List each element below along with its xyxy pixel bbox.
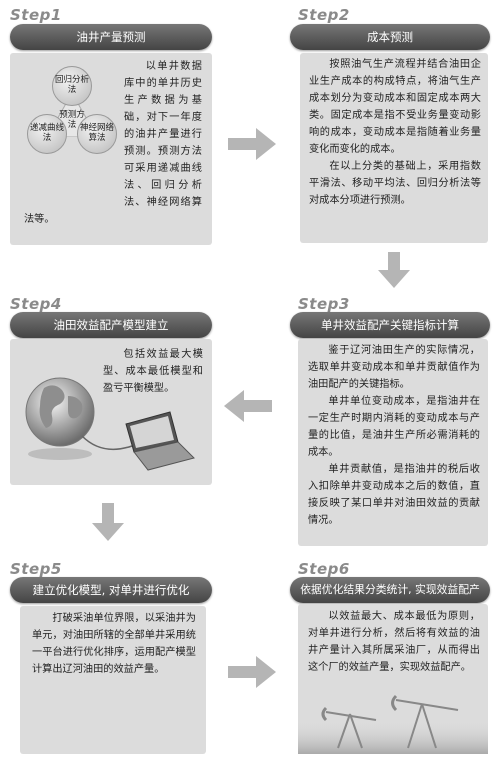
arrow-down-icon	[92, 503, 124, 541]
step5-text: 打破采油单位界限，以采油井为单元，对油田所辖的全部单井采用统一平台进行优化排序，…	[32, 613, 196, 675]
step1-title: 油井产量预测	[10, 24, 212, 50]
step6-text: 以效益最大、成本最低为原则，对单井进行分析，然后将有效益的油井产量计入其所属采油…	[308, 611, 480, 673]
step1-text-wrap: 以单井数据库中的单井历史生产数据为基础，对下一年度的油井产量进行预测。预测方法可…	[24, 58, 202, 238]
step4-label: Step4	[10, 295, 62, 313]
step3-text: 鉴于辽河油田生产的实际情况，选取单井变动成本和单井贡献值作为油田配产的关键指标。…	[308, 342, 480, 529]
step2-text: 按照油气生产流程并结合油田企业生产成本的构成特点，将油气生产成本划分为变动成本和…	[309, 56, 481, 209]
step1-label: Step1	[10, 6, 62, 24]
venn-top-label: 回归分析法	[54, 75, 89, 95]
step2-paragraph-2: 在以上分类的基础上，采用指数平滑法、移动平均法、回归分析法等对成本分项进行预测。	[309, 161, 481, 206]
venn-circle-top	[52, 66, 92, 106]
step3-label: Step3	[298, 295, 350, 313]
arrow-left-icon	[224, 390, 272, 422]
step4-text: 包括效益最大模型、成本最低模型和盈亏平衡模型。	[103, 349, 203, 394]
venn-float-space	[24, 58, 124, 202]
step5-label: Step5	[10, 560, 62, 578]
step6-label: Step6	[298, 560, 350, 578]
step3-paragraph-2: 单井单位变动成本，是指油井在一定生产时期内消耗的变动成本与产量的比值，是油井生产…	[308, 396, 480, 458]
globe-laptop-illustration	[25, 377, 195, 471]
step4-title: 油田效益配产模型建立	[10, 312, 212, 338]
step6-title: 依据优化结果分类统计, 实现效益配产	[290, 577, 490, 603]
venn-center-label: 预测方法	[59, 110, 85, 130]
step3-title: 单井效益配产关键指标计算	[290, 312, 490, 338]
venn-circle-left	[27, 114, 67, 154]
step1-text: 以单井数据库中的单井历史生产数据为基础，对下一年度的油井产量进行预测。预测方法可…	[24, 61, 202, 225]
step3-paragraph-1: 鉴于辽河油田生产的实际情况，选取单井变动成本和单井贡献值作为油田配产的关键指标。	[308, 345, 480, 390]
step5-panel	[20, 606, 206, 754]
step3-paragraph-3: 单井贡献值，是指油井的税后收入扣除单井变动成本之后的数值，直接反映了某口单井对油…	[308, 464, 480, 526]
step2-title: 成本预测	[290, 24, 490, 50]
arrow-right-icon	[228, 128, 276, 160]
arrow-down-icon	[378, 252, 410, 288]
step5-title: 建立优化模型, 对单井进行优化	[10, 577, 212, 603]
step3-panel	[298, 339, 488, 546]
oil-pump-illustration	[298, 694, 488, 754]
venn-circle-right	[77, 114, 117, 154]
step2-panel	[300, 53, 488, 243]
step2-label: Step2	[298, 6, 350, 24]
step2-paragraph-1: 按照油气生产流程并结合油田企业生产成本的构成特点，将油气生产成本划分为变动成本和…	[309, 59, 481, 155]
arrow-right-icon	[228, 656, 276, 688]
venn-right-label: 神经网络算法	[79, 123, 114, 143]
venn-left-label: 递减曲线法	[29, 123, 64, 143]
